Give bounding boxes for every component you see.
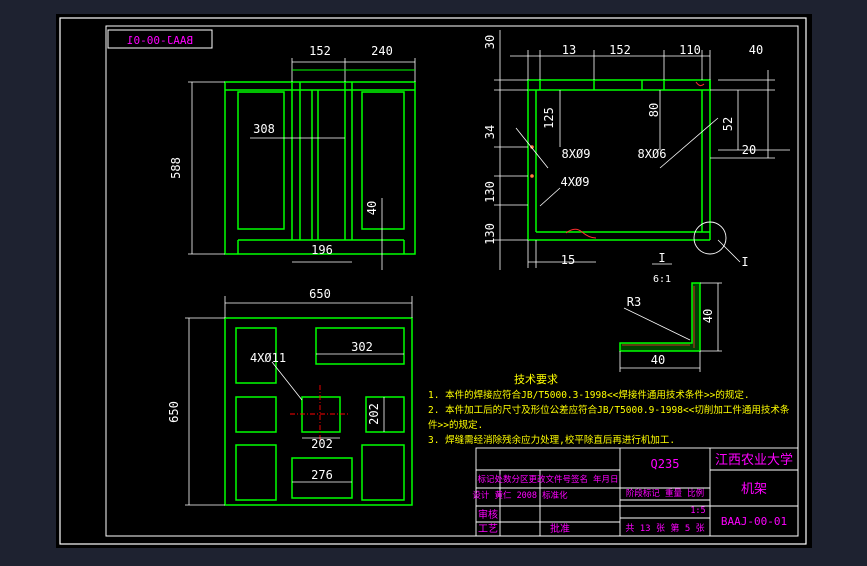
side-view-dimensions (494, 30, 790, 270)
tech-line-2: 2. 本件加工后的尺寸及形位公差应符合JB/T5000.9-1998<<切削加工… (428, 404, 790, 416)
dim-40-top: 40 (749, 43, 763, 57)
dim-202-h: 202 (311, 437, 333, 451)
dim-302: 302 (351, 340, 373, 354)
angle-dim-texts: R3 40 40 (627, 295, 715, 367)
outer-border (59, 17, 807, 545)
dim-650-w: 650 (309, 287, 331, 301)
top-view-dimensions (185, 296, 413, 506)
dim-650-h: 650 (167, 401, 181, 423)
tb-scale: 1:5 (690, 506, 705, 516)
dim-15: 15 (561, 253, 575, 267)
angle-hatch (622, 286, 695, 348)
break-curve-2 (695, 81, 705, 87)
dim-40-v: 40 (701, 309, 715, 323)
dim-30: 30 (483, 35, 497, 49)
tech-line-4: 3. 焊缝需经消除残余应力处理,校平除直后再进行机加工. (428, 434, 675, 446)
tb-drawing-no: BAAJ-00-01 (721, 515, 787, 528)
dim-130b: 130 (483, 223, 497, 245)
top-view-center-marks (290, 385, 350, 443)
radius-r3: R3 (627, 295, 641, 309)
dim-80: 80 (647, 103, 661, 117)
detail-circle (693, 221, 727, 255)
dim-34: 34 (483, 125, 497, 139)
dim-40-h: 40 (651, 353, 665, 367)
top-view (224, 317, 413, 506)
dim-110: 110 (679, 43, 701, 57)
stamp-code: BAAJ-00-01 (127, 34, 193, 47)
inner-border (105, 25, 799, 537)
tb-row1: 标记处数分区更改文件号签名 年月日 (477, 474, 618, 485)
hole-marker-2 (530, 174, 534, 178)
side-view (527, 79, 711, 241)
detail-mark-i: I (741, 255, 748, 269)
tech-line-3: 件>>的规定. (428, 419, 483, 431)
side-view-dim-texts: 13 152 110 40 30 34 125 130 130 15 80 52… (483, 35, 763, 285)
dim-240: 240 (371, 44, 393, 58)
note-8x-d9: 8XØ9 (562, 147, 591, 161)
tb-check: 审核 (478, 508, 498, 521)
dim-276: 276 (311, 468, 333, 482)
tb-school: 江西农业大学 (715, 452, 793, 468)
tb-row2: 设计 黄仁 2008 标准化 (472, 490, 568, 501)
hole-marker-1 (530, 145, 534, 149)
side-view-details (530, 81, 727, 255)
angle-dimensions (619, 282, 722, 372)
tb-approve: 批准 (550, 522, 570, 535)
dim-40: 40 (365, 201, 379, 215)
note-8x-d6: 8XØ6 (638, 147, 667, 161)
tb-material: Q235 (651, 457, 680, 471)
tb-sheets: 共 13 张 第 5 张 (625, 522, 704, 534)
front-view-dimensions (188, 58, 416, 270)
dim-20: 20 (742, 143, 756, 157)
dim-202-v: 202 (367, 403, 381, 425)
note-4x-d9: 4XØ9 (561, 175, 590, 189)
title-block (475, 447, 799, 537)
dim-196: 196 (311, 243, 333, 257)
front-view (224, 81, 416, 255)
dim-52: 52 (721, 117, 735, 131)
mirrored-code-stamp: BAAJ-00-01 (107, 29, 213, 49)
tech-title: 技术要求 (514, 373, 558, 386)
note-4x-d11: 4XØ11 (250, 351, 286, 365)
dim-125: 125 (542, 107, 556, 129)
tech-requirements: 技术要求 1. 本件的焊接应符合JB/T5000.3-1998<<焊接件通用技术… (428, 373, 790, 446)
tb-stage: 阶段标记 重量 比例 (626, 488, 704, 499)
title-block-text: 标记处数分区更改文件号签名 年月日 设计 黄仁 2008 标准化 审核 工艺 批… (472, 452, 793, 535)
tb-process: 工艺 (478, 523, 498, 535)
dim-152: 152 (309, 44, 331, 58)
tb-part-name: 机架 (741, 482, 767, 497)
dim-152-side: 152 (609, 43, 631, 57)
dim-13: 13 (562, 43, 576, 57)
dim-308: 308 (253, 122, 275, 136)
front-view-dim-texts: 152 240 588 308 40 196 (169, 44, 393, 257)
drawing-paper (56, 14, 812, 548)
top-view-dim-texts: 650 650 302 4XØ11 202 202 276 (167, 287, 381, 482)
detail-scale-top: I (658, 251, 665, 265)
dim-130a: 130 (483, 181, 497, 203)
tech-line-1: 1. 本件的焊接应符合JB/T5000.3-1998<<焊接件通用技术条件>>的… (428, 389, 750, 401)
break-curve-1 (565, 228, 597, 239)
dim-588: 588 (169, 157, 183, 179)
detail-scale-bottom: 6:1 (653, 274, 671, 285)
